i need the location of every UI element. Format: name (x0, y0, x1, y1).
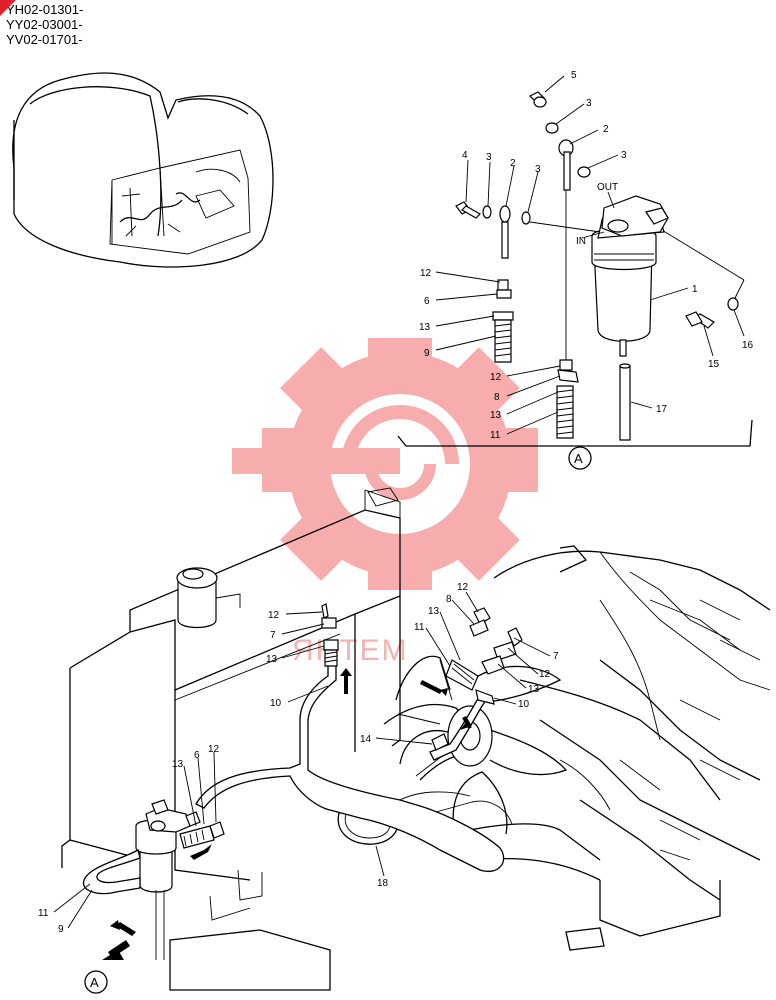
flow-arrow-icon (190, 844, 212, 860)
hose-clamp (431, 733, 449, 751)
mounting-bolt (685, 311, 715, 329)
feed-hose-9 (82, 849, 141, 895)
callout-7: 7 (553, 651, 559, 662)
flow-arrow-icon (110, 920, 136, 936)
machine-location-thumbnail (12, 72, 274, 268)
callout-8: 8 (494, 392, 500, 403)
washer (727, 297, 739, 311)
callout-8: 8 (446, 594, 452, 605)
callout-9: 9 (424, 348, 430, 359)
callout-1: 1 (692, 284, 698, 295)
callout-3: 3 (535, 164, 541, 175)
fuel-hose-filter-side (179, 821, 225, 849)
view-a-label: A (574, 451, 583, 466)
watermark-gear-logo (232, 338, 538, 590)
callout-17: 17 (656, 404, 668, 415)
flow-out-label: OUT (597, 182, 618, 193)
detail-view-a: OUT IN 5 3 2 3 4 3 2 3 1 15 16 17 12 6 1… (397, 70, 754, 470)
fuel-filter-assembly (591, 195, 669, 357)
fuel-filter-main (135, 799, 201, 960)
corner-badge-icon (0, 0, 16, 16)
fuel-hose-11 (556, 359, 579, 439)
callout-13: 13 (266, 654, 278, 665)
callout-3: 3 (586, 98, 592, 109)
callout-13: 13 (419, 322, 431, 333)
callout-12: 12 (490, 372, 502, 383)
callout-5: 5 (571, 70, 577, 81)
fuel-hose-10-left (321, 603, 339, 667)
callout-2: 2 (603, 124, 609, 135)
cooling-fan (383, 655, 568, 835)
view-a-marker (568, 446, 592, 470)
return-pipe (195, 659, 505, 873)
callout-11: 11 (490, 430, 501, 441)
callout-2: 2 (510, 158, 516, 169)
banjo-fitting-2 (558, 139, 574, 191)
bolt-4 (455, 201, 481, 219)
flow-arrow-icon (460, 716, 472, 730)
serial-number: YH02-01301- (6, 2, 84, 17)
callout-18: 18 (377, 878, 389, 889)
callout-15: 15 (708, 359, 720, 370)
washer (521, 211, 531, 225)
callout-11: 11 (38, 908, 49, 919)
injection-pump-fitting (445, 607, 495, 705)
callout-12: 12 (539, 669, 551, 680)
callout-10: 10 (270, 698, 282, 709)
serial-number-list: YH02-01301- YY02-03001- YV02-01701- (6, 2, 83, 47)
view-a-marker (84, 970, 108, 994)
callout-12: 12 (420, 268, 432, 279)
washer (545, 122, 559, 134)
washer (482, 205, 492, 219)
callout-13: 13 (490, 410, 502, 421)
watermark-text: ЯНТЕМ (292, 634, 409, 667)
fuel-tank (61, 487, 401, 921)
engine (469, 545, 771, 951)
callout-3: 3 (621, 150, 627, 161)
callout-12: 12 (457, 582, 469, 593)
callout-6: 6 (194, 750, 200, 761)
callout-12: 12 (208, 744, 220, 755)
drain-hose (619, 365, 631, 441)
flow-in-label: IN (576, 236, 586, 247)
flow-arrow-icon (102, 940, 130, 960)
serial-number: YY02-03001- (6, 17, 83, 32)
callout-7: 7 (270, 630, 276, 641)
view-a-label: A (90, 975, 99, 990)
callout-13: 13 (428, 606, 440, 617)
callout-16: 16 (742, 340, 754, 351)
main-assembly-view: 12 7 13 10 12 8 13 11 7 12 13 10 14 13 6… (38, 487, 771, 994)
serial-number: YV02-01701- (6, 32, 83, 47)
fuel-hose-9 (492, 279, 514, 363)
callout-14: 14 (360, 734, 372, 745)
callout-4: 4 (462, 150, 468, 161)
callout-12: 12 (268, 610, 280, 621)
banjo-bolt-5 (528, 91, 547, 108)
banjo-fitting-2-left (499, 205, 511, 259)
callout-11: 11 (414, 622, 425, 633)
callout-6: 6 (424, 296, 430, 307)
callout-13: 13 (172, 759, 184, 770)
callout-3: 3 (486, 152, 492, 163)
flow-arrow-icon (420, 680, 448, 696)
callout-9: 9 (58, 924, 64, 935)
callout-13: 13 (528, 684, 540, 695)
washer (577, 166, 591, 178)
pump-inlet-fitting (481, 627, 523, 675)
callout-10: 10 (518, 699, 530, 710)
flow-arrow-icon (340, 668, 352, 694)
